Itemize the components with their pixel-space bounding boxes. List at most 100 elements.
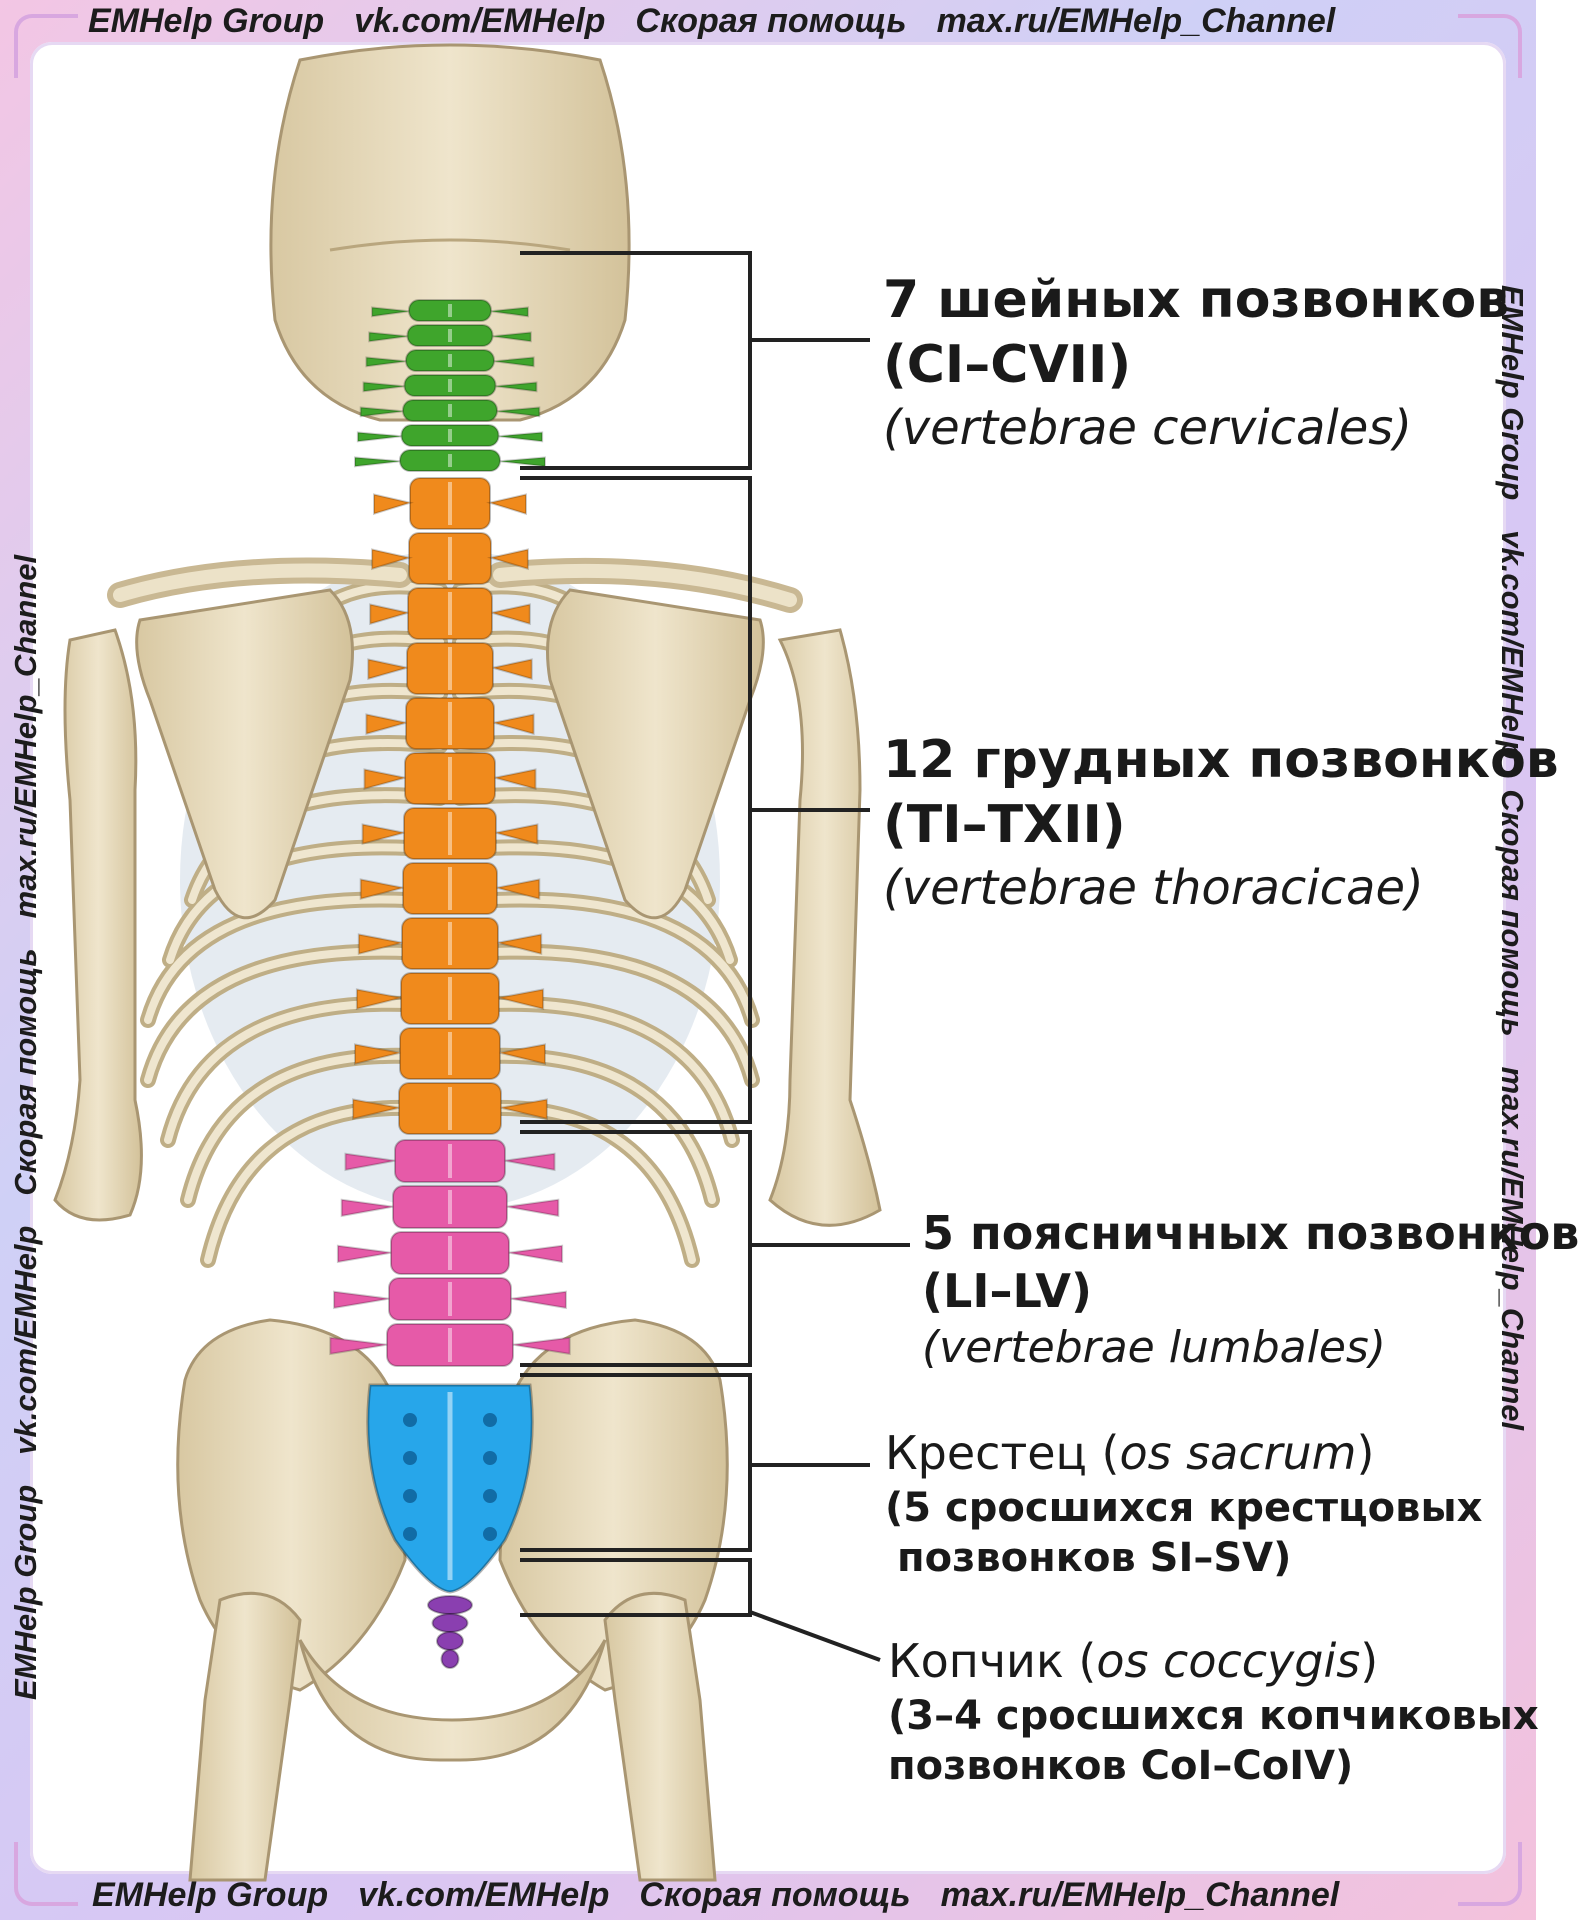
thoracic-vertebra-body bbox=[409, 477, 491, 530]
coccygeal-vertebra bbox=[440, 1649, 460, 1669]
cervical-vertebra bbox=[359, 399, 541, 422]
cervical-vertebra-process-right bbox=[498, 431, 544, 443]
thoracic-vertebra-process-right bbox=[486, 493, 527, 516]
label-lumbar: 5 поясничных позвонков (LI–LV) (vertebra… bbox=[922, 1205, 1579, 1375]
thoracic-vertebra-process-left bbox=[369, 603, 409, 626]
lumbar-vertebra-body bbox=[388, 1277, 512, 1321]
bracket-sacrum bbox=[520, 1373, 752, 1552]
lumbar-vertebra-body bbox=[386, 1323, 514, 1367]
lumbar-vertebra-process-right bbox=[508, 1244, 564, 1264]
vertebral-column bbox=[329, 299, 571, 1367]
thoracic-vertebra-process-left bbox=[365, 713, 407, 736]
lumbar-vertebra bbox=[336, 1231, 564, 1275]
lumbar-vertebra bbox=[329, 1323, 571, 1367]
lumbar-vertebra bbox=[344, 1139, 556, 1183]
cervical-vertebra-process-left bbox=[368, 331, 408, 343]
cervical-vertebra bbox=[356, 424, 544, 447]
lumbar-vertebra-process-left bbox=[329, 1336, 388, 1356]
cervical-vertebra-process-right bbox=[490, 306, 529, 318]
thoracic-vertebra-process-right bbox=[487, 548, 529, 571]
watermark-vk: vk.com/EMHelp bbox=[358, 1876, 610, 1914]
label-thoracic-latin: (vertebrae thoracicae) bbox=[883, 860, 1424, 916]
thoracic-vertebra bbox=[359, 862, 541, 915]
coccygeal-vertebra bbox=[427, 1595, 473, 1615]
clavicle-right bbox=[487, 557, 803, 613]
thoracic-vertebra bbox=[361, 807, 539, 860]
rib-highlight bbox=[144, 947, 444, 1084]
label-cervical-title: 7 шейных позвонков bbox=[883, 270, 1510, 330]
label-coccyx-desc: (3–4 сросшихся копчиковых bbox=[888, 1692, 1539, 1739]
thoracic-vertebra-body bbox=[398, 1082, 502, 1135]
thoracic-vertebra-body bbox=[408, 532, 492, 585]
thoracic-vertebra-process-left bbox=[359, 878, 404, 901]
label-coccyx-title: Копчик (os coccygis) bbox=[888, 1633, 1539, 1691]
thoracic-vertebra-process-left bbox=[371, 548, 413, 571]
cervical-vertebra-process-left bbox=[365, 356, 407, 368]
lumbar-vertebra bbox=[340, 1185, 560, 1229]
rib-highlight bbox=[456, 895, 756, 1024]
cervical-vertebra-process-right bbox=[499, 456, 546, 468]
thoracic-vertebra-body bbox=[404, 752, 496, 805]
lumbar-vertebra-process-left bbox=[344, 1152, 396, 1172]
bracket-lumbar bbox=[520, 1130, 752, 1367]
thoracic-vertebra-body bbox=[399, 1027, 501, 1080]
label-coccyx-latin: os coccygis bbox=[1096, 1634, 1361, 1688]
sacral-foramen bbox=[403, 1527, 417, 1541]
femur-right bbox=[603, 1591, 717, 1882]
thoracic-vertebra-body bbox=[401, 917, 499, 970]
label-thoracic: 12 грудных позвонков (TI–TXII) (vertebra… bbox=[883, 728, 1559, 918]
bracket-thoracic bbox=[520, 476, 752, 1124]
cervical-vertebra bbox=[371, 299, 529, 322]
label-sacrum: Крестец (os sacrum) (5 сросшихся крестцо… bbox=[885, 1425, 1482, 1583]
lumbar-vertebra-process-right bbox=[510, 1290, 567, 1310]
lumbar-vertebra-process-right bbox=[506, 1198, 560, 1218]
label-sacrum-close: ) bbox=[1356, 1426, 1375, 1480]
rib-highlight bbox=[456, 999, 736, 1144]
skull bbox=[269, 43, 631, 422]
label-coccyx-close: ) bbox=[1360, 1634, 1379, 1688]
cervical-vertebra-body bbox=[400, 424, 500, 447]
cervical-vertebra-process-right bbox=[495, 381, 538, 393]
leader-coccyx bbox=[749, 1610, 881, 1662]
thoracic-vertebra-process-right bbox=[499, 1043, 546, 1066]
lumbar-vertebra-body bbox=[390, 1231, 510, 1275]
label-lumbar-range: (LI–LV) bbox=[922, 1263, 1093, 1318]
corner-ornament bbox=[1458, 1842, 1522, 1906]
cervical-vertebra-body bbox=[406, 324, 494, 347]
sacrum-bone bbox=[366, 1383, 534, 1594]
watermark-ambulance: Скорая помощь bbox=[635, 2, 907, 40]
thoracic-vertebra bbox=[367, 642, 533, 695]
cervical-vertebra-body bbox=[405, 349, 495, 372]
lumbar-vertebra-process-right bbox=[512, 1336, 571, 1356]
cervical-vertebra bbox=[368, 324, 532, 347]
coccygeal-vertebra bbox=[431, 1613, 469, 1633]
bracket-coccyx bbox=[520, 1558, 752, 1617]
scapula-left bbox=[135, 588, 354, 920]
coccyx-bone bbox=[427, 1595, 473, 1669]
clavicle-left bbox=[107, 557, 413, 608]
sacral-foramen bbox=[483, 1413, 497, 1427]
thoracic-vertebra-process-right bbox=[492, 658, 533, 681]
label-cervical-latin: (vertebrae cervicales) bbox=[883, 400, 1412, 456]
cervical-vertebra-process-left bbox=[371, 306, 410, 318]
label-coccyx-name: Копчик ( bbox=[888, 1634, 1097, 1688]
corner-ornament bbox=[1458, 14, 1522, 78]
cervical-vertebra-body bbox=[403, 374, 497, 397]
watermark-vk: vk.com/EMHelp bbox=[354, 2, 606, 40]
lumbar-vertebra-process-right bbox=[504, 1152, 556, 1172]
sacral-foramen bbox=[483, 1489, 497, 1503]
label-thoracic-title: 12 грудных позвонков bbox=[883, 730, 1559, 790]
lumbar-vertebra-process-left bbox=[340, 1198, 394, 1218]
lumbar-vertebra-body bbox=[394, 1139, 506, 1183]
cervical-vertebra-body bbox=[402, 399, 498, 422]
label-coccyx: Копчик (os coccygis) (3–4 сросшихся копч… bbox=[888, 1633, 1539, 1791]
corner-ornament bbox=[14, 1842, 78, 1906]
coccygeal-vertebra bbox=[436, 1631, 464, 1651]
label-sacrum-desc2: позвонков SI–SV) bbox=[897, 1534, 1292, 1581]
label-cervical: 7 шейных позвонков (CI–CVII) (vertebrae … bbox=[883, 268, 1509, 458]
thoracic-vertebra-process-right bbox=[497, 933, 543, 956]
sacral-foramen bbox=[483, 1451, 497, 1465]
thoracic-vertebra-process-left bbox=[361, 823, 405, 846]
